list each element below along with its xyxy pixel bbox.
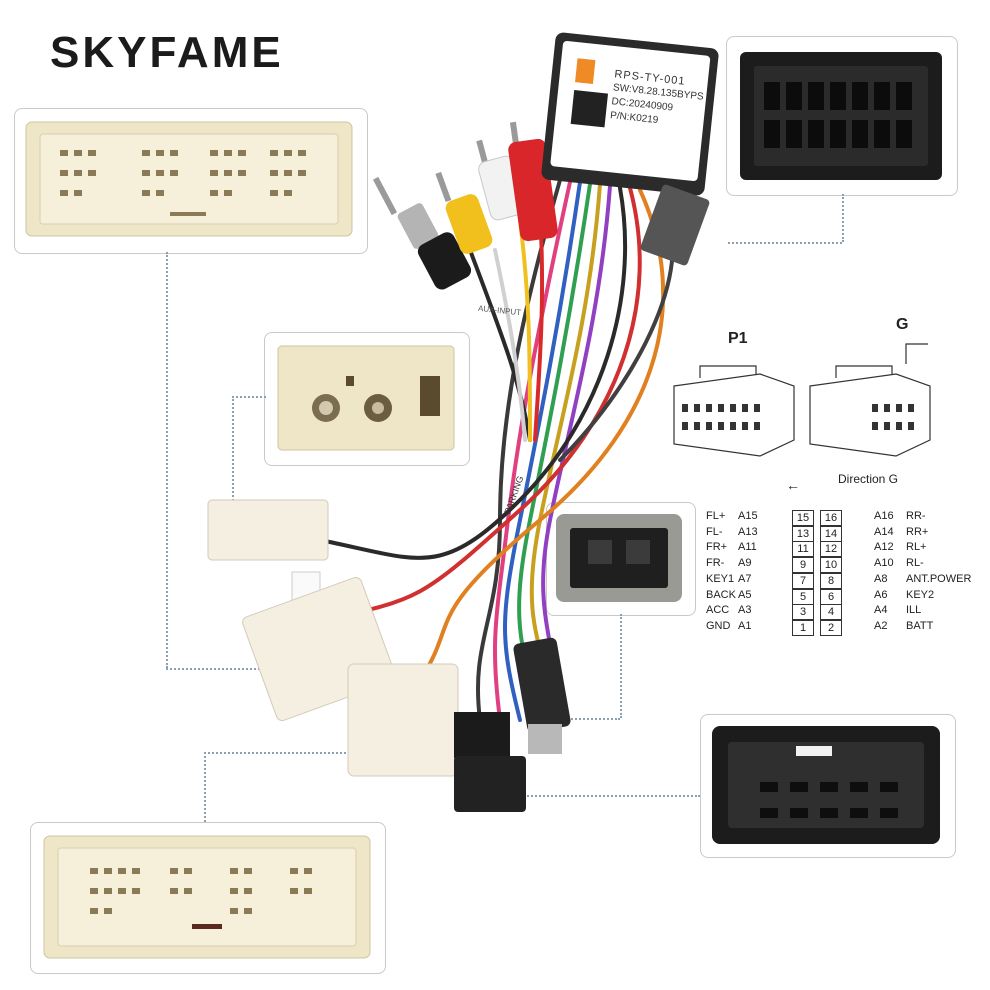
pin-number-right: 2: [820, 619, 842, 636]
pinout-row: FR+ A11 11 12 A12 RL+: [706, 541, 976, 558]
pin-function-right: RR-: [906, 510, 926, 522]
pin-number-left: 11: [792, 541, 814, 558]
leader-line: [728, 242, 842, 244]
pin-function-left: ACC: [706, 604, 730, 617]
pin-number-right: 4: [820, 604, 842, 621]
pin-code-left: A3: [738, 604, 752, 617]
pin-function-right: BATT: [906, 619, 934, 632]
pin-number-left: 13: [792, 525, 814, 542]
leader-line: [232, 396, 266, 398]
leader-line: [508, 795, 700, 797]
cream-connector-large: [25, 121, 353, 237]
pin-code-left: A9: [738, 557, 752, 570]
pin-code-left: A13: [738, 525, 758, 538]
pin-function-left: GND: [706, 619, 731, 632]
rca-plugs: [372, 121, 558, 290]
pin-function-right: RR+: [906, 525, 929, 538]
leader-line: [564, 718, 620, 720]
pin-code-left: A15: [738, 510, 758, 522]
black-connector-small: [712, 726, 940, 844]
pin-number-right: 10: [820, 557, 842, 574]
cream-connector-bottom: [43, 835, 371, 959]
pin-code-left: A1: [738, 619, 752, 632]
pin-code-right: A14: [874, 525, 894, 538]
antenna-connector: [277, 345, 455, 451]
p1-label: P1: [728, 330, 748, 347]
pin-number-right: 8: [820, 572, 842, 589]
leader-line: [842, 194, 844, 242]
pin-function-left: KEY1: [706, 572, 735, 585]
pin-code-left: A5: [738, 588, 752, 601]
connector-outline-diagram: [673, 343, 931, 457]
leader-line: [204, 752, 206, 822]
direction-arrow: ←: [786, 477, 800, 493]
pin-code-left: A7: [738, 572, 752, 585]
leader-line: [232, 396, 234, 512]
pin-function-right: RL+: [906, 541, 927, 554]
pin-number-left: 5: [792, 588, 814, 605]
pin-code-right: A6: [874, 588, 888, 601]
pin-number-left: 7: [792, 572, 814, 589]
pin-function-left: FL+: [706, 510, 726, 522]
pin-function-right: ANT.POWER: [906, 572, 972, 585]
pin-code-right: A10: [874, 557, 894, 570]
pin-code-left: A11: [738, 541, 757, 554]
leader-line: [620, 614, 622, 718]
pin-number-left: 15: [792, 510, 814, 526]
pin-number-right: 16: [820, 510, 842, 526]
pin-number-left: 9: [792, 557, 814, 574]
pin-code-right: A4: [874, 604, 888, 617]
pin-function-left: FR-: [706, 557, 725, 570]
brand-logo: SKYFAME: [50, 28, 284, 77]
pin-function-left: FR+: [706, 541, 728, 554]
pinout-row: FL+ A15 15 16 A16 RR-: [706, 510, 976, 526]
grey-connector: [556, 514, 682, 602]
pinout-row: FL- A13 13 14 A14 RR+: [706, 525, 976, 542]
pin-code-right: A12: [874, 541, 894, 554]
leader-line: [204, 752, 354, 754]
black-iso-connector: [740, 52, 942, 180]
pin-code-right: A8: [874, 572, 888, 585]
pin-number-right: 14: [820, 525, 842, 542]
leader-line: [166, 252, 168, 668]
pin-number-right: 12: [820, 541, 842, 558]
pin-function-right: RL-: [906, 557, 924, 570]
pin-code-right: A16: [874, 510, 894, 522]
pin-function-left: BACK: [706, 588, 736, 601]
pin-function-left: FL-: [706, 525, 723, 538]
pin-code-right: A2: [874, 619, 888, 632]
leader-line: [166, 668, 272, 670]
direction-label: Direction G: [838, 472, 899, 486]
decoder-label: RPS-TY-001 SW:V8.28.135BYPS DC:20240909 …: [609, 67, 706, 132]
pin-number-left: 3: [792, 604, 814, 621]
decoder-box: [541, 32, 719, 196]
harness-plugs: [207, 184, 710, 812]
pin-function-right: ILL: [906, 604, 922, 617]
pin-number-right: 6: [820, 588, 842, 605]
pin-number-left: 1: [792, 619, 814, 636]
pinout-row: FR- A9 9 10 A10 RL-: [706, 557, 976, 574]
pin-function-right: KEY2: [906, 588, 935, 601]
g-label: G: [896, 316, 909, 333]
